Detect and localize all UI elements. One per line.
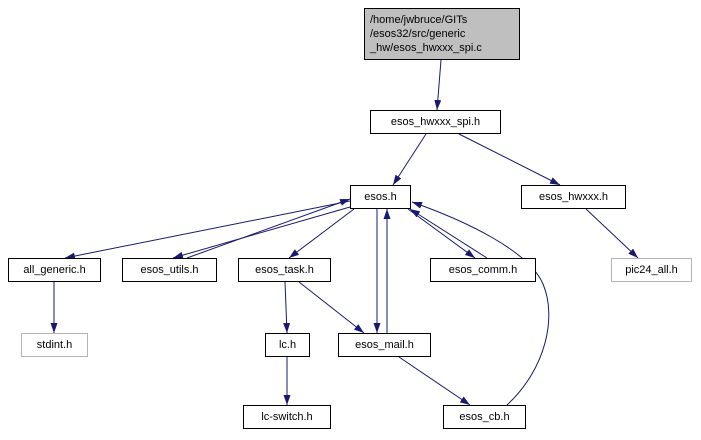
node-lc-switch-h[interactable]: lc-switch.h [243,405,331,429]
node-stdint-h: stdint.h [21,333,88,357]
edge-esos-comm-h-to-esos-h [409,208,488,259]
node-esos-comm-h[interactable]: esos_comm.h [430,258,536,282]
node-source-file: /home/jwbruce/GITs /esos32/src/generic _… [364,8,520,60]
node-all-generic-h[interactable]: all_generic.h [8,258,101,282]
node-esos-h[interactable]: esos.h [350,185,411,209]
edge-esos-cb-h-to-esos-h [411,201,550,406]
edge-source-file-to-esos-hwxxx-spi-h [434,59,442,111]
node-esos-cb-h[interactable]: esos_cb.h [443,405,526,429]
edge-esos-task-h-to-lc-h [283,281,291,334]
edge-esos-h-to-esos-task-h [288,208,355,259]
edge-esos-hwxxx-spi-h-to-esos-h [392,133,427,186]
node-pic24-all-h: pic24_all.h [611,258,692,282]
edge-esos-h-to-all-generic-h [64,200,351,260]
node-esos-hwxxx-spi-h[interactable]: esos_hwxxx_spi.h [370,110,501,134]
edge-esos-hwxxx-h-to-pic24-all-h [585,208,639,259]
edge-esos-task-h-to-esos-mail-h [298,281,365,334]
node-lc-h[interactable]: lc.h [265,333,310,357]
node-esos-task-h[interactable]: esos_task.h [238,258,331,282]
edge-esos-mail-h-to-esos-cb-h [398,356,471,406]
node-esos-utils-h[interactable]: esos_utils.h [122,258,217,282]
edge-esos-h-to-esos-utils-h [172,206,351,259]
edge-esos-hwxxx-spi-h-to-esos-hwxxx-h [458,133,561,186]
node-esos-mail-h[interactable]: esos_mail.h [338,333,431,357]
node-esos-hwxxx-h[interactable]: esos_hwxxx.h [521,185,626,209]
edge-esos-utils-h-to-esos-h [186,198,351,259]
